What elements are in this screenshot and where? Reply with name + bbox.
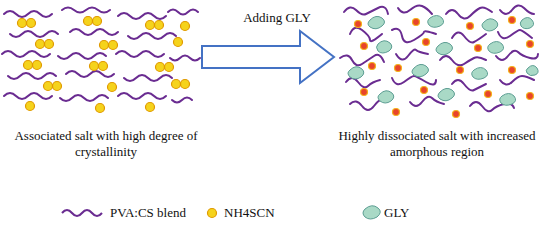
state-caption: Associated salt with high degree of crys…	[0, 128, 212, 161]
arrow-label: Adding GLY	[232, 10, 322, 26]
polymer-chains-left	[2, 8, 200, 103]
legend-text: PVA:CS blend	[110, 205, 186, 221]
legend-text: NH4SCN	[224, 205, 275, 221]
polymer-chains-right	[340, 5, 538, 111]
legend-salt-sample	[208, 209, 217, 218]
legend-gly-sample	[363, 206, 380, 219]
dissociated-ions	[355, 17, 534, 118]
salt-dots-left	[18, 17, 190, 113]
legend-text: GLY	[384, 205, 409, 221]
process-arrow	[202, 31, 334, 83]
state-caption: Highly dissociated salt with increased a…	[326, 128, 548, 161]
legend-chain-sample	[62, 210, 102, 216]
plasticizer-blobs	[348, 16, 538, 106]
